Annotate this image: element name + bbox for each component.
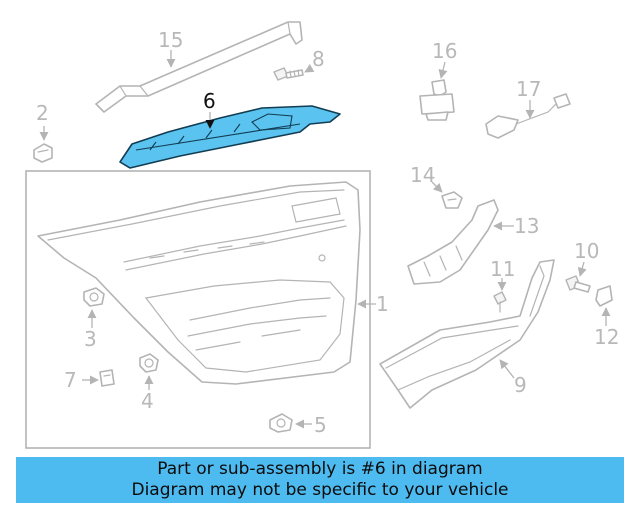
part-1-door-trim-panel [37,181,361,385]
callout-12: 12 [594,325,619,349]
part-5-clip [269,413,293,433]
parts-diagram: 15 8 6 2 1 3 [25,21,619,449]
callout-4: 4 [141,389,154,413]
callout-14: 14 [410,163,435,187]
part-9-armrest [379,259,555,409]
callout-3: 3 [84,327,97,351]
callout-11: 11 [490,257,515,281]
part-11-screw [493,291,507,313]
part-17-harness [485,93,571,139]
callout-17: 17 [516,77,541,101]
banner-line-2: Diagram may not be specific to your vehi… [131,480,509,500]
part-13-bracket [407,199,499,285]
banner-line-1: Part or sub-assembly is #6 in diagram [157,459,483,479]
callout-5: 5 [314,413,327,437]
assembly-frame [25,170,371,449]
callout-8: 8 [312,47,325,71]
part-8-screw [273,67,304,81]
part-15-trim-rail [95,21,303,113]
part-12-clip [595,285,613,307]
part-2-clip [33,143,53,163]
part-16-switch [419,79,455,121]
callout-6: 6 [203,89,216,113]
callout-1: 1 [376,292,389,316]
part-14-cap [441,191,463,209]
callout-7: 7 [64,368,77,392]
callout-10: 10 [574,239,599,263]
info-banner: Part or sub-assembly is #6 in diagram Di… [16,457,624,503]
part-10-screw [565,275,591,293]
part-3-push-pin [83,287,105,307]
callout-2: 2 [36,101,49,125]
part-6-highlighted-trim [119,105,341,169]
callout-13: 13 [514,214,539,238]
callout-15: 15 [158,28,183,52]
part-4-push-pin [139,353,159,373]
callout-9: 9 [514,373,527,397]
part-7-bracket [99,369,115,387]
callout-16: 16 [432,39,457,63]
